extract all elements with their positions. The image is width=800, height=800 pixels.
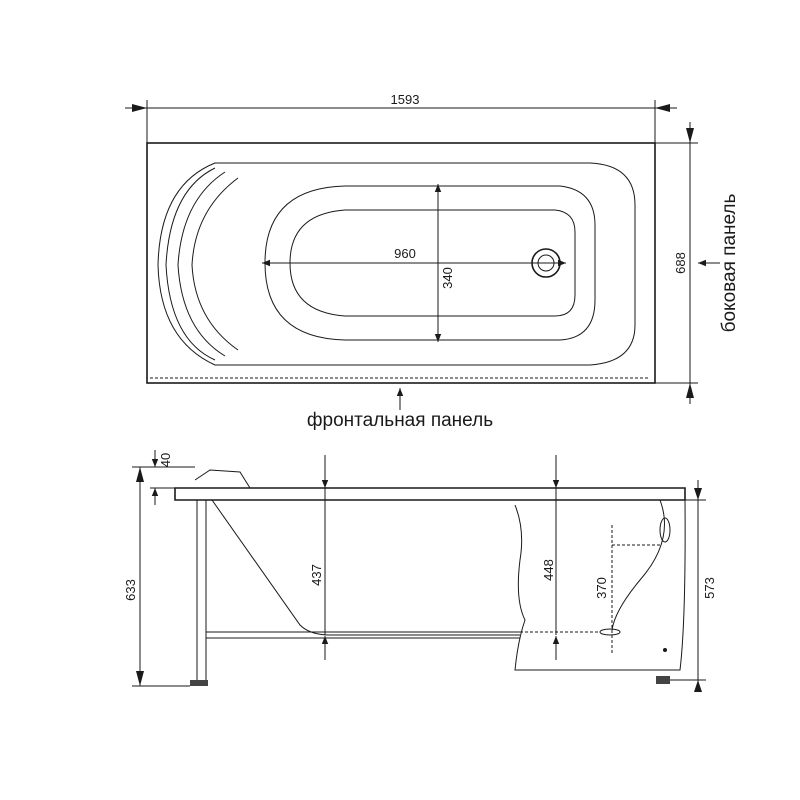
basin-outline [157,162,636,366]
depth-center-dim: 448 [541,559,556,581]
tub-body [211,499,520,636]
headrest-curve [177,171,226,357]
drain-height-dim: 370 [594,577,609,599]
overflow-icon [659,517,671,543]
tub-outline [146,142,656,384]
leg-foot [656,676,670,684]
width-dim: 688 [673,252,688,274]
headrest-curve [165,167,216,361]
total-height-dim: 633 [123,579,138,601]
length-dim: 1593 [391,92,420,107]
inner-bottom-flat [289,209,576,317]
panel-cutaway [514,499,686,671]
screw [663,648,667,652]
rim-height-dim: 40 [158,453,173,467]
depth-left-dim: 437 [309,564,324,586]
drain-icon [599,628,621,636]
leg-foot [190,680,208,686]
front-panel-label: фронтальная панель [307,410,493,431]
inner-length-dim: 960 [394,246,416,261]
headrest-curve [191,177,239,351]
side-panel-label: боковая панель [719,193,740,332]
top-view: 1593 688 960 340 боковая панель фронталь… [125,92,740,431]
panel-height-dim: 573 [702,577,717,599]
rim [174,487,686,501]
hidden-lines [520,525,662,655]
headrest [194,469,251,489]
inner-bottom [264,185,596,341]
inner-width-dim: 340 [440,267,455,289]
tub-curve [611,499,665,631]
side-view: 633 40 437 448 370 573 [123,450,717,692]
